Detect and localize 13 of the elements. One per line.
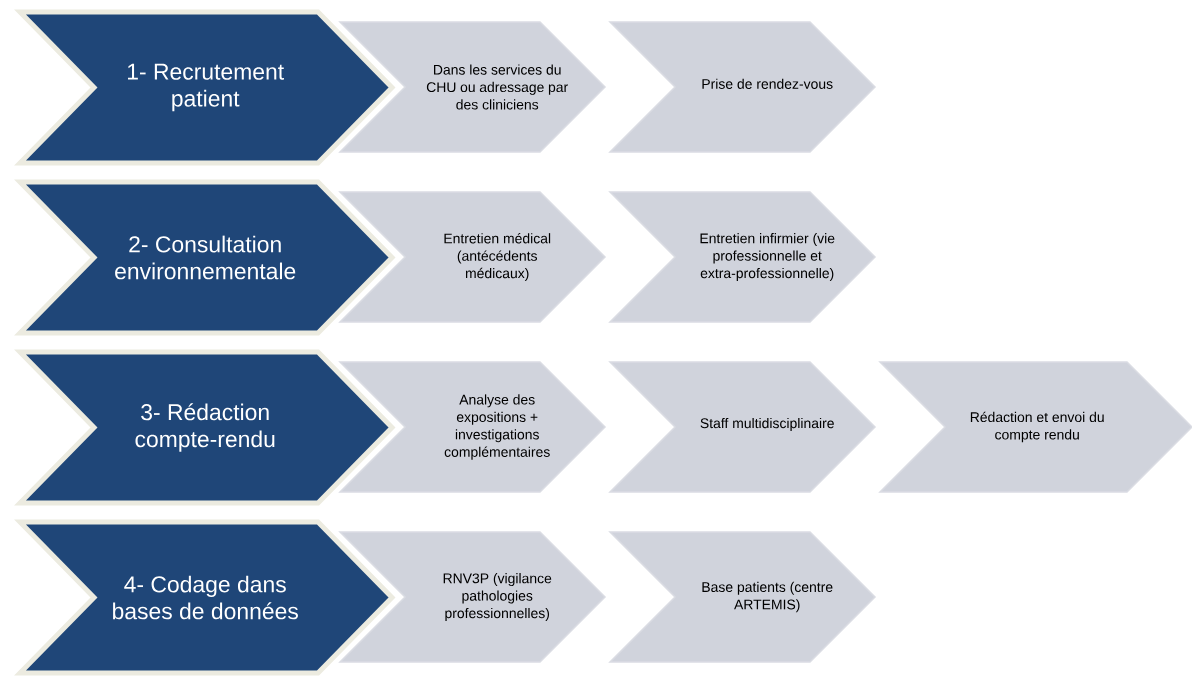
substep-box: Entretien médical (antécédents médicaux) <box>338 191 607 323</box>
substep-box: Entretien infirmier (vie professionnelle et extra-professionnelle) <box>608 191 877 323</box>
substep-box: Staff multidisciplinaire <box>608 361 877 493</box>
substep-box: Dans les services du CHU ou adressage par des cliniciens <box>338 21 607 153</box>
substep-box: Base patients (centre ARTEMIS) <box>608 531 877 663</box>
step-box: 4- Codage dans bases de données <box>14 519 396 676</box>
step-box: 1- Recrutement patient <box>14 9 396 166</box>
substep-box: RNV3P (vigilance pathologies professionnelles) <box>338 531 607 663</box>
substep-box: Prise de rendez-vous <box>608 21 877 153</box>
step-box: 2- Consultation environnementale <box>14 179 396 336</box>
substep-box: Analyse des expositions + investigations complémentaires <box>338 361 607 493</box>
substep-box: Rédaction et envoi du compte rendu <box>878 361 1192 493</box>
step-box: 3- Rédaction compte-rendu <box>14 349 396 506</box>
